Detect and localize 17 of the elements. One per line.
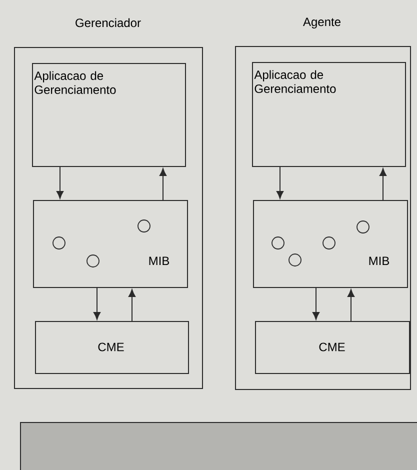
arrow <box>128 289 136 322</box>
cme-box: CME <box>255 321 410 374</box>
arrow <box>276 166 284 199</box>
arrow <box>379 168 387 200</box>
arrow <box>312 288 320 320</box>
arrow <box>347 289 355 322</box>
arrow <box>93 288 101 320</box>
node-label: Gerenciador <box>76 18 141 28</box>
application-box: Aplicacao de Gerenciamento <box>32 63 186 167</box>
mib-box: MIB <box>253 200 408 288</box>
arrow <box>56 166 64 199</box>
application-box: Aplicacao de Gerenciamento <box>252 62 406 167</box>
band <box>20 422 417 470</box>
cme-box: CME <box>35 321 189 374</box>
node-label: Agente <box>303 18 340 28</box>
arrow <box>159 168 167 200</box>
mib-box: MIB <box>33 200 188 288</box>
